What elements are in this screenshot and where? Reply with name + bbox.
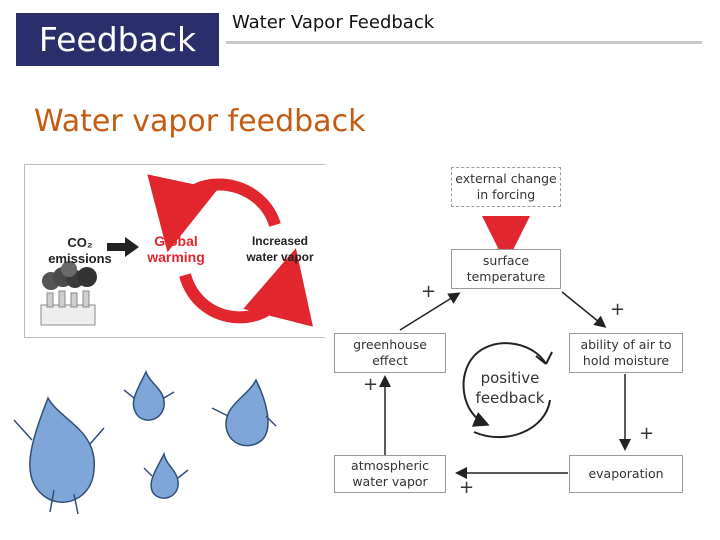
plus-sign: +	[363, 374, 379, 395]
evaporation-box: evaporation	[569, 455, 683, 493]
droplet-right-icon	[211, 378, 277, 447]
co2-emissions-label: CO₂ emissions	[48, 235, 112, 266]
plus-sign: +	[459, 477, 475, 498]
arrow-temp-to-moisture	[561, 291, 607, 328]
external-forcing-box: external change in forcing	[451, 167, 561, 207]
plus-sign: +	[421, 281, 437, 302]
co2-arrow-icon	[125, 237, 139, 257]
slide-title: Water vapor feedback	[34, 104, 366, 139]
moisture-capacity-box: ability of air to hold moisture	[569, 333, 683, 373]
droplet-large-icon	[13, 396, 105, 515]
loop-arrow-bottom	[179, 248, 313, 327]
header-divider	[226, 41, 702, 44]
surface-temperature-box: surface temperature	[451, 249, 561, 289]
header-title: Water Vapor Feedback	[232, 12, 435, 33]
greenhouse-effect-box: greenhouse effect	[334, 333, 446, 373]
plus-sign: +	[639, 423, 655, 444]
global-warming-figure: CO₂ emissions Global warming Increased w…	[24, 164, 325, 338]
increased-water-vapor-label: Increased water vapor	[246, 234, 314, 264]
section-tag: Feedback	[16, 13, 219, 66]
droplet-bottom-icon	[143, 451, 189, 499]
global-warming-figure-art	[40, 174, 313, 327]
global-warming-label: Global warming	[147, 233, 205, 265]
positive-feedback-label: positive feedback	[475, 369, 545, 407]
plus-sign: +	[610, 299, 626, 320]
atmospheric-water-vapor-box: atmospheric water vapor	[334, 455, 446, 493]
droplet-top-icon	[123, 370, 175, 421]
loop-arrow-top	[147, 174, 281, 253]
